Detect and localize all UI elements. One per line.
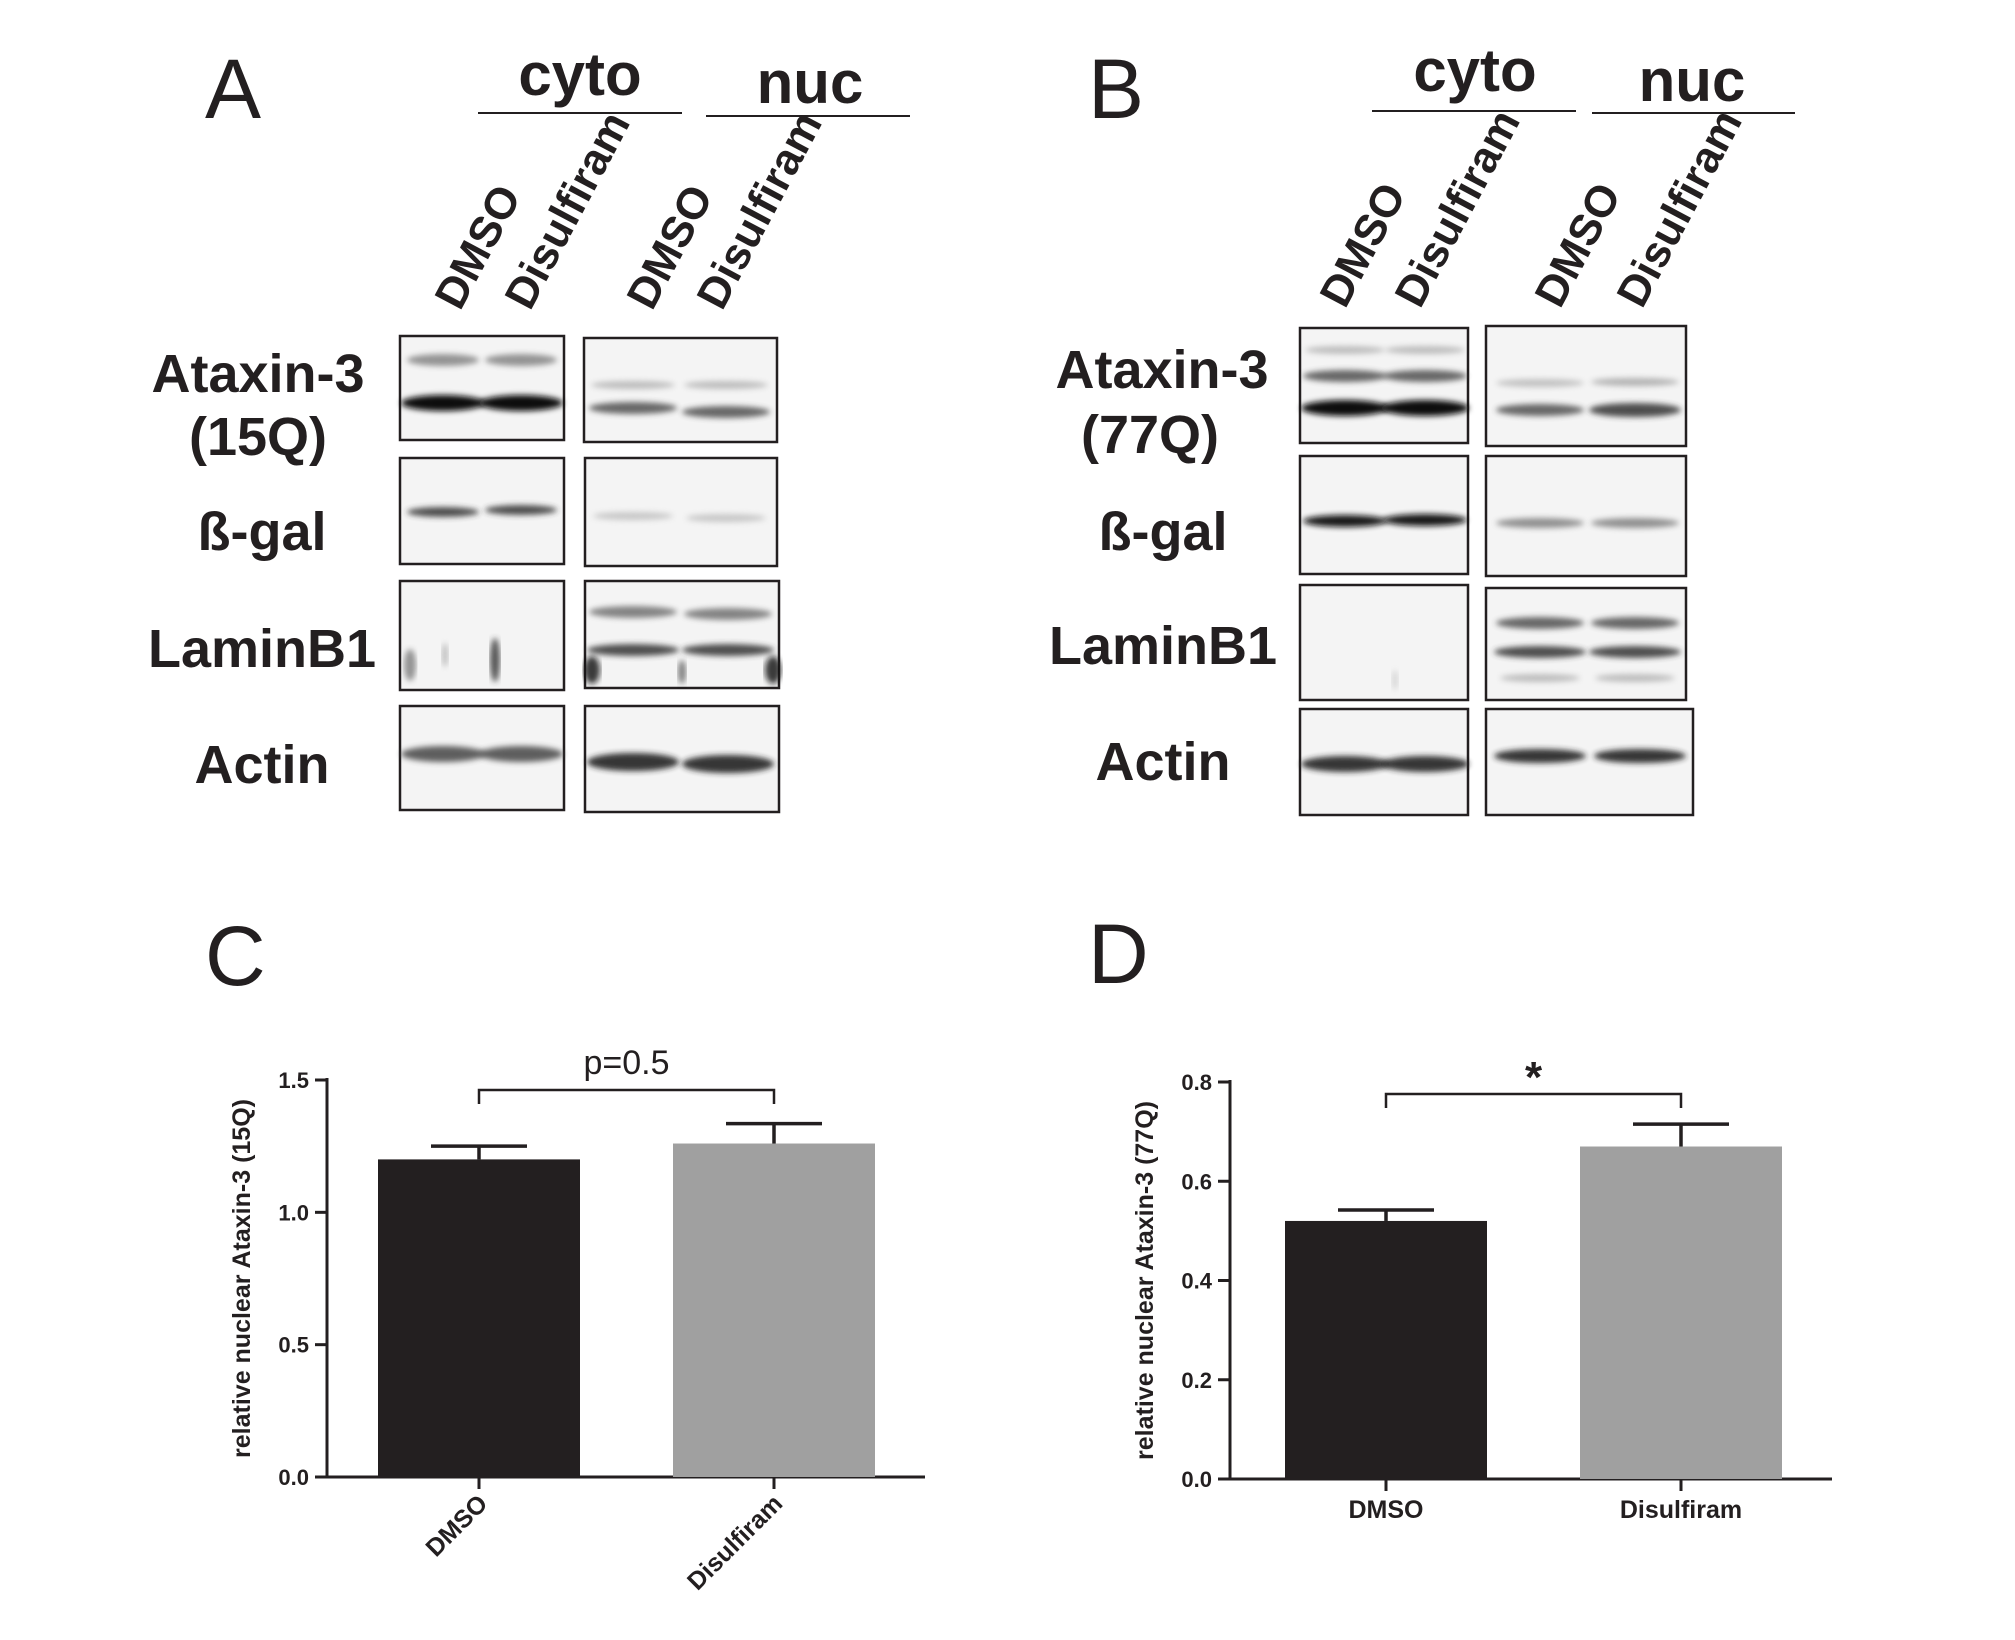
y-axis-label: relative nuclear Ataxin-3 (15Q)	[228, 1099, 256, 1458]
blot-b-actin-nuc	[1484, 707, 1695, 817]
y-tick-label: 0.5	[278, 1333, 309, 1358]
blot-b-actin-cyto	[1298, 707, 1470, 817]
fraction-label-nuc-b: nuc	[1639, 47, 1746, 114]
y-tick-label: 0.0	[1181, 1467, 1212, 1492]
blot-b-laminb1-nuc	[1484, 586, 1688, 702]
blot-a-actin-cyto	[398, 704, 566, 812]
panel-c: C relative nuclear Ataxin-3 (15Q) 0.0 0.5 1…	[205, 909, 925, 1596]
panel-b: B cyto nuc DMSO Disulfiram DMSO Disulfir…	[1049, 37, 1795, 817]
protein-label-ataxin3-variant-b: (77Q)	[1081, 405, 1219, 465]
protein-label-actin-a: Actin	[195, 735, 330, 795]
fraction-label-cyto-b: cyto	[1413, 37, 1536, 104]
blot-a-ataxin3-cyto	[398, 334, 566, 442]
protein-label-ataxin3-variant-a: (15Q)	[189, 407, 327, 467]
x-tick-label: Disulfiram	[1620, 1496, 1742, 1524]
blot-b-bgal-nuc	[1484, 454, 1688, 578]
blot-b-bgal-cyto	[1298, 454, 1470, 576]
panel-d: D relative nuclear Ataxin-3 (77Q) 0.0 0.2 0…	[1088, 907, 1832, 1524]
protein-label-ataxin3-a: Ataxin-3	[151, 344, 364, 404]
blot-a-actin-nuc	[583, 704, 781, 814]
y-tick-label: 1.5	[278, 1068, 309, 1093]
bar-dmso	[1285, 1220, 1487, 1479]
y-tick-label: 1.0	[278, 1200, 309, 1225]
protein-label-bgal-b: ß-gal	[1099, 502, 1228, 562]
bar-dmso	[378, 1159, 580, 1477]
blot-b-laminb1-cyto	[1298, 583, 1470, 702]
x-tick-label: Disulfiram	[682, 1489, 788, 1595]
x-tick-label: DMSO	[1349, 1496, 1424, 1524]
significance-label: p=0.5	[583, 1044, 669, 1082]
bar-disulfiram	[1580, 1146, 1782, 1479]
blot-b-ataxin3-cyto	[1298, 326, 1470, 445]
significance-bracket	[1384, 1092, 1683, 1108]
x-tick-label: DMSO	[420, 1489, 493, 1562]
panel-letter-c: C	[205, 909, 266, 1003]
blot-a-ataxin3-nuc	[582, 336, 779, 444]
protein-label-bgal-a: ß-gal	[198, 502, 327, 562]
bar-disulfiram	[673, 1143, 875, 1477]
significance-bracket	[477, 1088, 776, 1104]
blot-a-laminb1-cyto	[398, 579, 566, 692]
y-tick-label: 0.8	[1181, 1070, 1212, 1095]
panel-letter-d: D	[1088, 907, 1149, 1001]
y-tick-label: 0.6	[1181, 1169, 1212, 1194]
protein-label-laminb1-b: LaminB1	[1049, 616, 1277, 676]
panel-letter-a: A	[205, 42, 261, 136]
panel-a: A cyto nuc DMSO Disulfiram DMSO Disulfir…	[148, 41, 910, 814]
bar-chart-d: relative nuclear Ataxin-3 (77Q) 0.0 0.2 0.4…	[1131, 1053, 1832, 1524]
fraction-label-cyto-a: cyto	[518, 41, 641, 108]
fraction-label-nuc-a: nuc	[757, 49, 864, 116]
protein-label-ataxin3-b: Ataxin-3	[1055, 340, 1268, 400]
y-tick-label: 0.2	[1181, 1368, 1212, 1393]
y-tick-label: 0.4	[1181, 1269, 1212, 1294]
blot-a-laminb1-nuc	[583, 579, 781, 690]
lane-label-b-4: Disulfiram	[1608, 102, 1752, 315]
blot-b-ataxin3-nuc	[1484, 324, 1688, 448]
panel-letter-b: B	[1088, 42, 1144, 136]
protein-label-laminb1-a: LaminB1	[148, 619, 376, 679]
y-tick-label: 0.0	[278, 1465, 309, 1490]
y-axis-label: relative nuclear Ataxin-3 (77Q)	[1131, 1101, 1159, 1460]
significance-label: *	[1525, 1053, 1543, 1102]
bar-chart-c: relative nuclear Ataxin-3 (15Q) 0.0 0.5 1.0…	[228, 1044, 925, 1596]
blot-a-bgal-cyto	[398, 456, 566, 566]
protein-label-actin-b: Actin	[1096, 732, 1231, 792]
blot-a-bgal-nuc	[583, 456, 779, 568]
